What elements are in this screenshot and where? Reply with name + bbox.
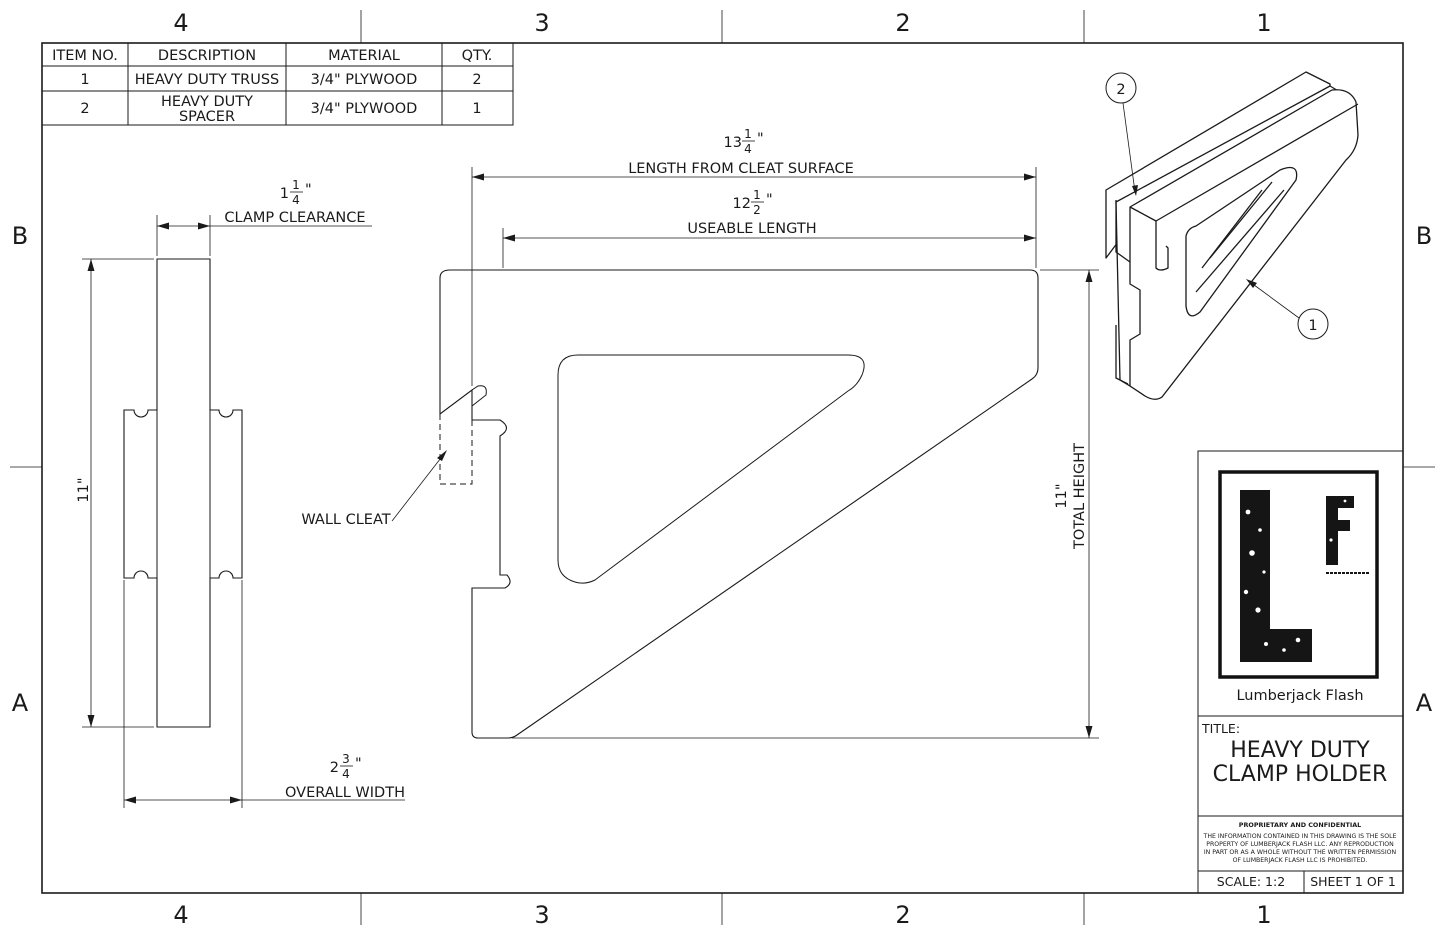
dim-clamp-clearance-den: 4 — [292, 193, 300, 207]
zone-col-4-bottom: 4 — [173, 901, 188, 929]
zone-row-a-right: A — [1416, 689, 1433, 717]
company-name: Lumberjack Flash — [1236, 688, 1363, 704]
dim-length-from-cleat-den: 4 — [744, 142, 752, 156]
dim-useable-length-unit: " — [766, 192, 773, 208]
zone-col-3-bottom: 3 — [534, 901, 549, 929]
title-block: LF Lumberjack Flash TITLE: HEAVY DUTY CL… — [1197, 450, 1404, 894]
dim-clamp-clearance-whole: 1 — [280, 186, 289, 202]
zone-col-2-top: 2 — [895, 9, 910, 37]
bom-row2-material: 3/4" PLYWOOD — [311, 101, 418, 117]
dim-side-height-value: 11" — [76, 477, 92, 502]
zone-row-b-right: B — [1416, 222, 1432, 250]
balloon-2: 2 — [1105, 72, 1138, 196]
zone-col-4-top: 4 — [173, 9, 188, 37]
zone-col-3-top: 3 — [534, 9, 549, 37]
bom-row1-item: 1 — [80, 72, 89, 88]
bom-table: ITEM NO. DESCRIPTION MATERIAL QTY. 1 HEA… — [41, 42, 514, 126]
dim-useable-length-label: USEABLE LENGTH — [687, 221, 816, 237]
bom-row2-description-line1: HEAVY DUTY — [161, 94, 253, 110]
title-line-1: HEAVY DUTY — [1230, 738, 1370, 763]
bom-header-material: MATERIAL — [328, 48, 400, 64]
bom-header-description: DESCRIPTION — [158, 48, 256, 64]
wall-cleat — [439, 414, 473, 485]
scale-value: SCALE: 1:2 — [1217, 874, 1285, 889]
dim-length-from-cleat-num: 1 — [744, 127, 752, 141]
bom-row1-material: 3/4" PLYWOOD — [311, 72, 418, 88]
company-logo: LF — [1218, 470, 1379, 679]
bom-row2-item: 2 — [80, 101, 89, 117]
bom-row2-description-line2: SPACER — [179, 109, 235, 125]
dim-useable-length-num: 1 — [753, 188, 761, 202]
dim-length-from-cleat: 13 1 4 " LENGTH FROM CLEAT SURFACE — [471, 127, 1037, 386]
dim-clamp-clearance-unit: " — [305, 182, 312, 198]
dim-overall-width: 2 3 4 " OVERALL WIDTH — [123, 580, 405, 808]
dim-length-from-cleat-label: LENGTH FROM CLEAT SURFACE — [628, 161, 854, 177]
confidential-line-3: IN PART OR AS A WHOLE WITHOUT THE WRITTE… — [1204, 849, 1397, 856]
wall-cleat-callout: WALL CLEAT — [301, 450, 447, 528]
dim-side-height: 11" — [76, 258, 154, 728]
isometric-view — [1105, 71, 1359, 400]
sheet-number: SHEET 1 OF 1 — [1310, 874, 1396, 889]
zone-row-b-left: B — [12, 222, 28, 250]
confidential-heading: PROPRIETARY AND CONFIDENTIAL — [1239, 821, 1361, 829]
dim-length-from-cleat-whole: 13 — [724, 135, 742, 151]
dim-overall-width-unit: " — [355, 756, 362, 772]
zone-col-2-bottom: 2 — [895, 901, 910, 929]
title-line-2: CLAMP HOLDER — [1213, 762, 1388, 787]
dim-useable-length-whole: 12 — [733, 196, 751, 212]
bom-header-qty: QTY. — [462, 48, 493, 64]
bom-row1-qty: 2 — [472, 72, 481, 88]
zone-labels: 4 3 2 1 4 3 2 1 B B A A — [12, 9, 1433, 929]
dim-overall-width-num: 3 — [342, 752, 350, 766]
title-label: TITLE: — [1201, 721, 1240, 736]
dim-useable-length-den: 2 — [753, 203, 761, 217]
balloon-1-number: 1 — [1308, 318, 1317, 334]
dim-overall-width-whole: 2 — [330, 760, 339, 776]
confidential-line-1: THE INFORMATION CONTAINED IN THIS DRAWIN… — [1203, 833, 1397, 840]
bom-row1-description: HEAVY DUTY TRUSS — [135, 72, 280, 88]
truss-front-view — [439, 269, 1039, 739]
confidential-line-2: PROPERTY OF LUMBERJACK FLASH LLC. ANY RE… — [1206, 841, 1394, 848]
zone-row-a-left: A — [12, 689, 29, 717]
dim-total-height: 11" TOTAL HEIGHT — [512, 269, 1099, 739]
wall-cleat-label: WALL CLEAT — [301, 512, 390, 528]
confidential-line-4: OF LUMBERJACK FLASH LLC IS PROHIBITED. — [1233, 857, 1368, 864]
dim-useable-length: 12 1 2 " USEABLE LENGTH — [502, 188, 1036, 268]
dim-total-height-value: 11" — [1054, 483, 1070, 508]
balloon-2-number: 2 — [1116, 82, 1125, 98]
balloon-1: 1 — [1246, 279, 1329, 340]
bom-row2-qty: 1 — [472, 101, 481, 117]
side-view — [123, 258, 243, 728]
dim-clamp-clearance-label: CLAMP CLEARANCE — [224, 210, 365, 226]
dim-total-height-label: TOTAL HEIGHT — [1072, 443, 1088, 550]
bom-header-item: ITEM NO. — [52, 48, 118, 64]
dim-clamp-clearance-num: 1 — [292, 178, 300, 192]
zone-col-1-top: 1 — [1256, 9, 1271, 37]
dim-overall-width-label: OVERALL WIDTH — [285, 785, 405, 801]
dim-length-from-cleat-unit: " — [757, 131, 764, 147]
zone-col-1-bottom: 1 — [1256, 901, 1271, 929]
dim-overall-width-den: 4 — [342, 767, 350, 781]
dim-clamp-clearance: 1 1 4 " CLAMP CLEARANCE — [156, 178, 372, 256]
